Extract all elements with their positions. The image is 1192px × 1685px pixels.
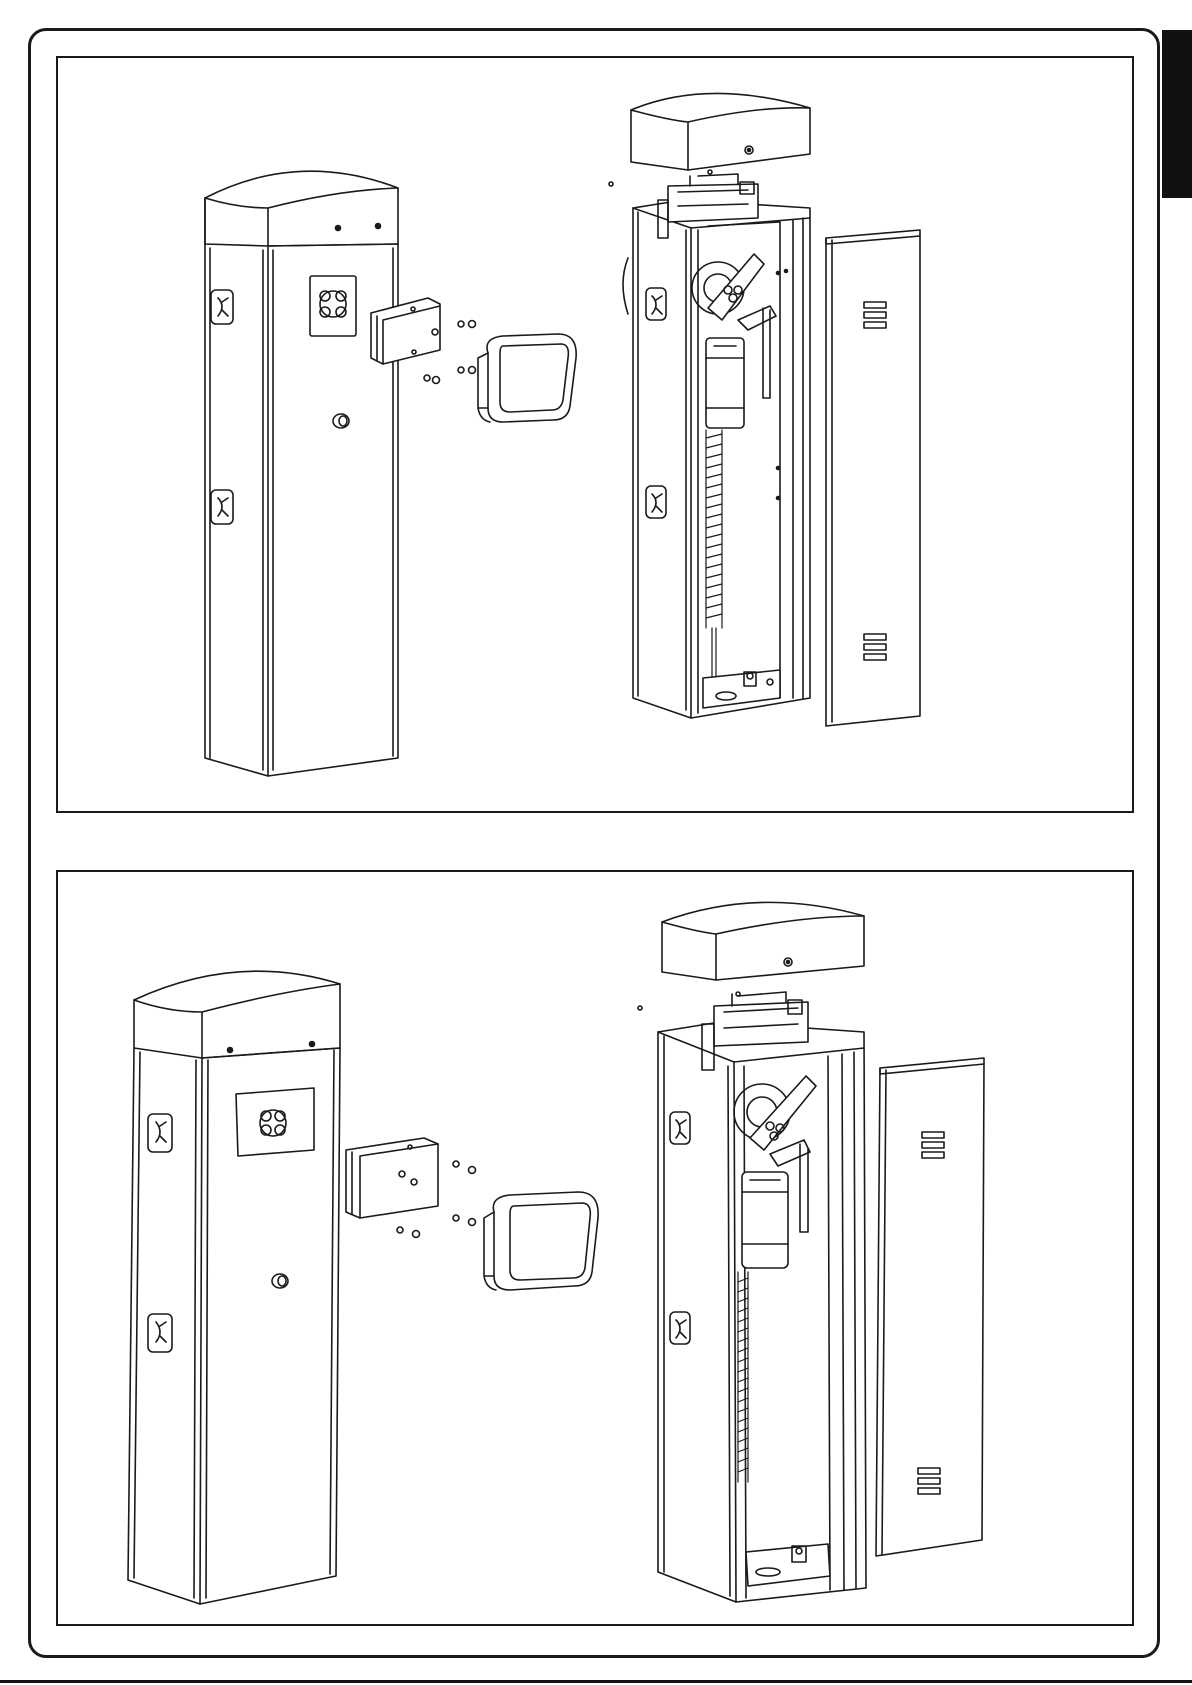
- light-mount-plate: [310, 276, 356, 336]
- handle-icon: [211, 490, 233, 524]
- balancing-spring: [738, 1272, 748, 1482]
- figure-top: [56, 56, 1134, 813]
- cabinet-cover: [638, 902, 864, 1010]
- key-lock-icon: [272, 1274, 288, 1288]
- open-barrier-cabinet: [623, 174, 810, 718]
- handle-icon: [148, 1314, 172, 1352]
- side-door: [826, 230, 920, 726]
- language-tab: [1162, 30, 1192, 198]
- motor: [742, 1172, 788, 1268]
- handle-icon: [148, 1114, 172, 1152]
- light-mount-plate: [236, 1088, 314, 1156]
- closed-barrier-cabinet: [128, 971, 340, 1604]
- mounting-bracket: [371, 298, 440, 364]
- base-plate: [746, 1544, 830, 1586]
- motor: [706, 338, 744, 428]
- side-door: [876, 1058, 984, 1556]
- closed-barrier-cabinet: [205, 171, 398, 776]
- flashing-light: [478, 334, 576, 422]
- open-barrier-cabinet: [658, 992, 866, 1602]
- flashing-light: [484, 1192, 598, 1290]
- balancing-spring: [706, 430, 722, 678]
- handle-icon: [211, 290, 233, 324]
- key-lock-icon: [333, 414, 349, 428]
- mounting-bracket: [346, 1138, 438, 1218]
- cabinet-cover: [609, 93, 810, 186]
- base-plate: [703, 670, 780, 708]
- footer-rule: [0, 1680, 1192, 1683]
- figure-bottom: [56, 870, 1134, 1626]
